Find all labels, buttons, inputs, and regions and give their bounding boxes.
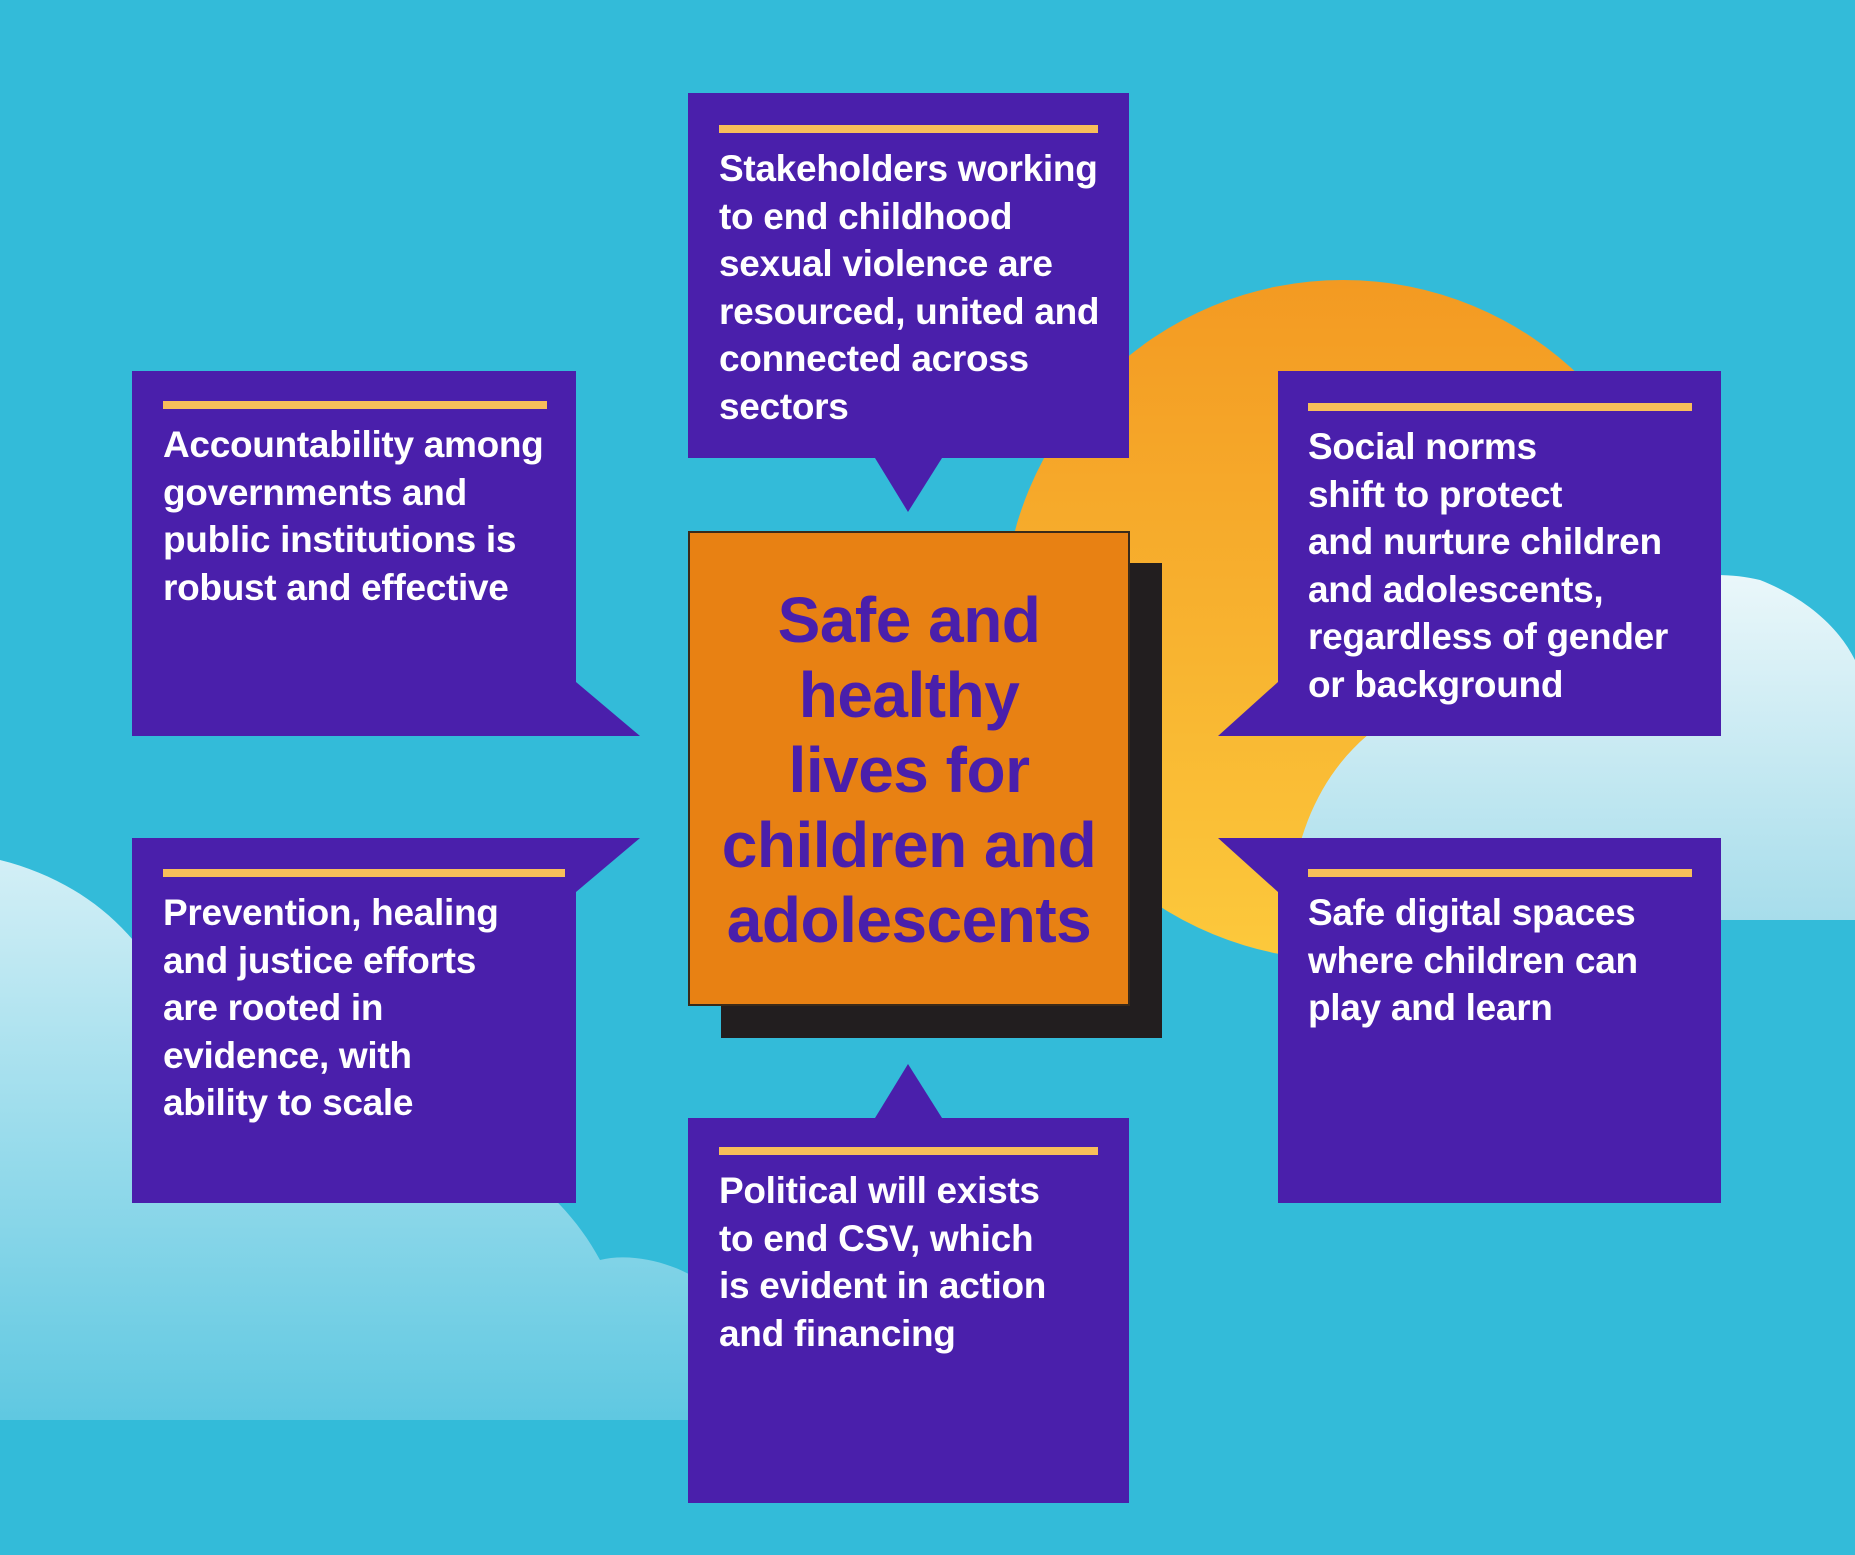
bottom-box-text: Political will exists to end CSV, which … xyxy=(719,1167,1046,1357)
center-title: Safe and healthy lives for children and … xyxy=(690,583,1128,958)
top-box-text: Stakeholders working to end childhood se… xyxy=(719,145,1099,430)
left-bottom-box: Prevention, healing and justice efforts … xyxy=(132,838,576,1203)
right-top-box-accent-rule xyxy=(1308,403,1692,411)
left-bottom-box-text: Prevention, healing and justice efforts … xyxy=(163,889,499,1127)
left-top-box-pointer xyxy=(576,682,640,736)
left-top-box-accent-rule xyxy=(163,401,547,409)
top-box: Stakeholders working to end childhood se… xyxy=(688,93,1129,458)
right-bottom-box-text: Safe digital spaces where children can p… xyxy=(1308,889,1638,1032)
left-top-box-text: Accountability among governments and pub… xyxy=(163,421,543,611)
right-top-box: Social norms shift to protect and nurtur… xyxy=(1278,371,1721,736)
top-box-pointer xyxy=(875,458,942,512)
left-top-box: Accountability among governments and pub… xyxy=(132,371,576,736)
right-top-box-text: Social norms shift to protect and nurtur… xyxy=(1308,423,1668,708)
left-bottom-box-accent-rule xyxy=(163,869,565,877)
right-bottom-box: Safe digital spaces where children can p… xyxy=(1278,838,1721,1203)
right-bottom-box-accent-rule xyxy=(1308,869,1692,877)
bottom-box: Political will exists to end CSV, which … xyxy=(688,1118,1129,1503)
bottom-box-pointer xyxy=(875,1064,942,1118)
left-bottom-box-pointer xyxy=(576,838,640,892)
top-box-accent-rule xyxy=(719,125,1098,133)
center-box: Safe and healthy lives for children and … xyxy=(688,531,1130,1006)
bottom-box-accent-rule xyxy=(719,1147,1098,1155)
